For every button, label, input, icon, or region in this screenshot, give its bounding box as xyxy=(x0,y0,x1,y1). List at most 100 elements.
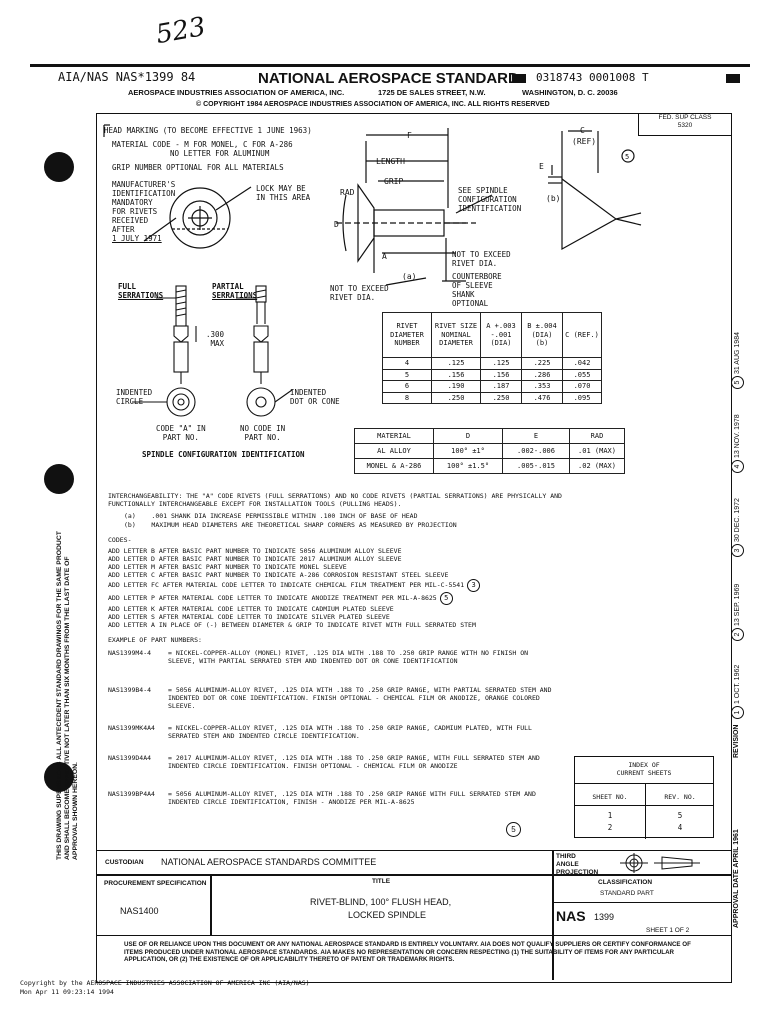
disclaimer: USE OF OR RELIANCE UPON THIS DOCUMENT OR… xyxy=(124,941,691,963)
approval-date: APPROVAL DATE APRIL 1961 xyxy=(733,829,740,928)
dim-d: D xyxy=(334,220,339,229)
rev-marker: 5 xyxy=(506,822,521,837)
index-cell: 5 xyxy=(677,811,683,820)
supersedes-note: THIS DRAWING SUPERSEDES ALL ANTECEDENT S… xyxy=(56,531,79,860)
list-item: ADD LETTER A IN PLACE OF (-) BETWEEN DIA… xyxy=(108,621,476,629)
table-row: 6.190.187.353.070 xyxy=(382,380,602,393)
dim-length: LENGTH xyxy=(376,157,405,166)
title-line-2: LOCKED SPINDLE xyxy=(348,910,427,920)
fed-sup-class-box: FED. SUP CLASS 5320 xyxy=(638,113,732,136)
codes-list: ADD LETTER B AFTER BASIC PART NUMBER TO … xyxy=(108,547,481,629)
table-header: RIVET SIZE NOMINAL DIAMETER xyxy=(431,312,481,358)
barcode-number: 0318743 0001008 T xyxy=(536,71,649,84)
footer-date: Mon Apr 11 09:23:14 1994 xyxy=(20,988,114,996)
footer-copyright: Copyright by the AEROSPACE INDUSTRIES AS… xyxy=(20,979,310,987)
index-header-sheet: SHEET NO. xyxy=(592,793,628,801)
nas-number: 1399 xyxy=(594,912,615,922)
dimension-table: RIVET DIAMETER NUMBER RIVET SIZE NOMINAL… xyxy=(382,312,602,404)
spindle-drawing xyxy=(132,285,293,417)
dim-c: C xyxy=(580,126,585,135)
index-subtitle: CURRENT SHEETS xyxy=(616,769,672,777)
custodian-value: NATIONAL AEROSPACE STANDARDS COMMITTEE xyxy=(161,857,377,867)
table-row: 8.250.250.476.095 xyxy=(382,391,602,404)
barcode-mark xyxy=(512,74,526,83)
rivet-drawing: F LENGTH GRIP RAD D A (a) C (REF) E (b) … xyxy=(103,124,642,286)
revision-entry: 5 31 AUG 1984 xyxy=(731,332,744,392)
table-header: RIVET DIAMETER NUMBER xyxy=(382,312,432,358)
copyright: © COPYRIGHT 1984 AEROSPACE INDUSTRIES AS… xyxy=(196,101,550,108)
note-b: (b) MAXIMUM HEAD DIAMETERS ARE THEORETIC… xyxy=(124,521,457,529)
list-item: ADD LETTER M AFTER BASIC PART NUMBER TO … xyxy=(108,563,347,571)
third-angle-label: THIRD ANGLE PROJECTION xyxy=(556,853,599,876)
list-item: ADD LETTER K AFTER MATERIAL CODE LETTER … xyxy=(108,605,394,613)
title-block xyxy=(96,875,732,983)
examples-label: EXAMPLE OF PART NUMBERS: xyxy=(108,636,202,644)
dim-a-paren: (a) xyxy=(402,272,416,281)
dim-f: F xyxy=(407,131,412,140)
address: 1725 DE SALES STREET, N.W. xyxy=(378,88,486,97)
dim-e: E xyxy=(539,162,544,171)
list-item: ADD LETTER B AFTER BASIC PART NUMBER TO … xyxy=(108,547,402,555)
list-item: ADD LETTER D AFTER BASIC PART NUMBER TO … xyxy=(108,555,402,563)
punch-hole xyxy=(44,152,74,182)
procurement-value: NAS1400 xyxy=(120,906,159,916)
dim-b: (b) xyxy=(546,194,560,203)
nas-label: NAS xyxy=(556,908,586,924)
custodian-row: CUSTODIAN NATIONAL AEROSPACE STANDARDS C… xyxy=(96,850,732,875)
rev-marker: 5 xyxy=(625,153,629,161)
page-title: NATIONAL AEROSPACE STANDARD xyxy=(258,70,519,87)
punch-hole xyxy=(44,464,74,494)
top-rule xyxy=(30,64,750,67)
revision-entry: 4 13 NOV. 1978 xyxy=(731,414,744,476)
classification-value: STANDARD PART xyxy=(600,890,654,897)
table-header: A +.003 -.001 (DIA) xyxy=(480,312,522,358)
head-marking-note: HEAD MARKING (TO BECOME EFFECTIVE 1 JUNE… xyxy=(104,126,312,135)
index-title: INDEX OF xyxy=(628,761,660,769)
table-header-row: RIVET DIAMETER NUMBER RIVET SIZE NOMINAL… xyxy=(382,312,602,358)
index-cell: 1 xyxy=(607,811,613,820)
dim-grip: GRIP xyxy=(384,177,403,186)
handwritten-note: 523 xyxy=(153,11,208,51)
revision-entry: 1 1 OCT. 1962 xyxy=(731,665,744,722)
index-cell: 2 xyxy=(607,823,613,832)
interchangeability-note: INTERCHANGEABILITY: THE "A" CODE RIVETS … xyxy=(108,492,562,508)
list-item: ADD LETTER FC AFTER MATERIAL CODE LETTER… xyxy=(108,579,481,592)
list-item: ADD LETTER S AFTER MATERIAL CODE LETTER … xyxy=(108,613,390,621)
dim-rad: RAD xyxy=(340,188,355,197)
doc-id: AIA/NAS NAS*1399 84 xyxy=(58,70,196,84)
index-cell: 4 xyxy=(677,823,683,832)
table-row: 4.125.125.225.042 xyxy=(382,357,602,370)
classification-label: CLASSIFICATION xyxy=(598,879,653,886)
fed-sup-class-value: 5320 xyxy=(677,122,693,129)
grip-number-note: GRIP NUMBER OPTIONAL FOR ALL MATERIALS xyxy=(112,163,284,172)
sheet-label: SHEET 1 OF 2 xyxy=(646,927,690,934)
org-line: AEROSPACE INDUSTRIES ASSOCIATION OF AMER… xyxy=(128,88,345,97)
punch-hole xyxy=(44,762,74,792)
table-header: C (REF.) xyxy=(562,312,602,358)
barcode-mark xyxy=(726,74,740,83)
city: WASHINGTON, D. C. 20036 xyxy=(522,88,618,97)
table-row: 5.156.156.286.055 xyxy=(382,368,602,381)
title-label: TITLE xyxy=(372,878,391,885)
index-box: INDEX OF CURRENT SHEETS SHEET NO. REV. N… xyxy=(574,756,714,839)
table-header: B ±.004 (DIA) (b) xyxy=(521,312,563,358)
custodian-label: CUSTODIAN xyxy=(105,859,144,866)
projection-symbol xyxy=(620,853,700,873)
revision-label: REVISION xyxy=(733,724,740,758)
